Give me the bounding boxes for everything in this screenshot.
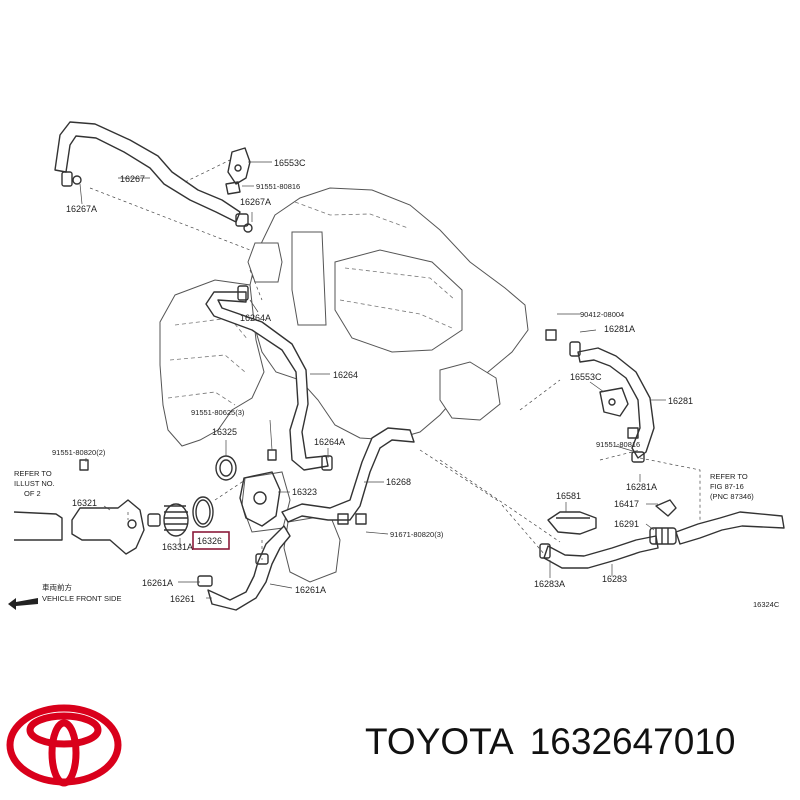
clamp-16581 (547, 511, 597, 535)
brand-name: TOYOTA (365, 721, 514, 762)
label-16264a-upper: 16264A (240, 313, 271, 323)
label-16261: 16261 (170, 594, 195, 604)
label-16323: 16323 (292, 487, 317, 497)
label-16264: 16264 (333, 370, 358, 380)
front-label-jp: 車両前方 (42, 582, 72, 592)
label-16281a-upper: 16281A (604, 324, 635, 334)
refer-left-line-1: REFER TO (14, 469, 52, 478)
reference-lines (89, 159, 701, 560)
label-16281a-lower: 16281A (626, 482, 657, 492)
label-16261a-left: 16261A (142, 578, 173, 588)
label-16581: 16581 (556, 491, 581, 501)
label-16553c-right: 16553C (570, 372, 602, 382)
label-16283: 16283 (602, 574, 627, 584)
refer-right-line-1: REFER TO (710, 472, 748, 481)
part-labels: 16267 16267A 16553C 91551-80816 16267A 1… (52, 158, 780, 609)
label-16417: 16417 (614, 499, 639, 509)
label-16268: 16268 (386, 477, 411, 487)
engine-block (159, 187, 529, 583)
label-90412-08004: 90412-08004 (580, 310, 624, 319)
bracket-16553c-right (599, 387, 629, 417)
part-number: 1632647010 (529, 721, 736, 762)
label-91551-80625: 91551-80625(3) (191, 408, 245, 417)
pipe-refer-left (13, 511, 63, 541)
brand-line: TOYOTA 1632647010 (365, 712, 795, 772)
highlight-box-16326 (192, 531, 230, 550)
bracket-16553c-top (225, 147, 251, 195)
hose-16268 (281, 427, 415, 523)
label-16267a-mid: 16267A (240, 197, 271, 207)
label-91551-80820: 91551-80820(2) (52, 448, 106, 457)
label-16326: 16326 (197, 536, 222, 546)
front-arrow-icon (8, 598, 38, 610)
hose-16283 (539, 535, 659, 569)
label-16283a: 16283A (534, 579, 565, 589)
clamp-16267a-left (61, 171, 82, 187)
label-16264a-lower: 16264A (314, 437, 345, 447)
label-16261a-right: 16261A (295, 585, 326, 595)
label-16325: 16325 (212, 427, 237, 437)
gasket-16325 (215, 455, 237, 481)
label-16321: 16321 (72, 498, 97, 508)
clamp-16267a-mid (235, 213, 253, 233)
label-16267: 16267 (120, 174, 145, 184)
flange-16323 (239, 471, 281, 527)
label-16281: 16281 (668, 396, 693, 406)
refer-right-line-3: (PNC 87346) (710, 492, 754, 501)
refer-note-left: REFER TO ILLUST NO. OF 2 (14, 469, 55, 498)
leader-lines (79, 161, 666, 599)
gasket-16326 (192, 496, 214, 528)
figure-id: 16324C (753, 600, 780, 609)
vehicle-front-indicator: 車両前方 VEHICLE FRONT SIDE (8, 582, 121, 610)
refer-left-line-3: OF 2 (24, 489, 41, 498)
refer-right-line-2: FIG 87-16 (710, 482, 744, 491)
label-91551-80816-right: 91551-80816 (596, 440, 640, 449)
front-label-en: VEHICLE FRONT SIDE (42, 594, 121, 603)
refer-left-line-2: ILLUST NO. (14, 479, 55, 488)
hose-16281 (569, 341, 655, 463)
thermostat-16331a (147, 503, 189, 537)
toyota-logo-icon (6, 704, 122, 787)
label-16331a: 16331A (162, 542, 193, 552)
bolts (79, 329, 639, 525)
union-16417-16291 (649, 499, 677, 545)
label-16553c-top: 16553C (274, 158, 306, 168)
label-91551-80816-top: 91551-80816 (256, 182, 300, 191)
hose-refer-right (675, 511, 785, 545)
hose-16264 (205, 285, 333, 471)
label-16267a-left: 16267A (66, 204, 97, 214)
thermostat-housing-16321 (71, 499, 145, 555)
label-91671-80820: 91671-80820(3) (390, 530, 444, 539)
refer-note-right: REFER TO FIG 87-16 (PNC 87346) (710, 472, 754, 501)
label-16291: 16291 (614, 519, 639, 529)
